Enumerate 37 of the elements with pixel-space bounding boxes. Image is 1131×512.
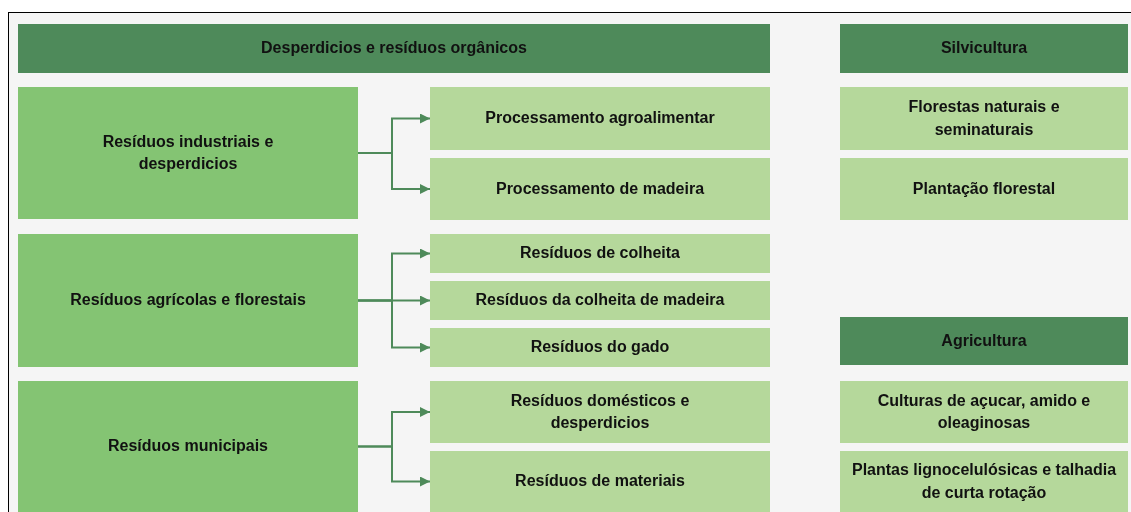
box-label: Resíduos municipais <box>107 436 268 457</box>
category-header <box>840 317 1128 365</box>
subcategory-box <box>430 281 770 320</box>
box-label: Desperdicios e resíduos orgânicos <box>261 38 527 59</box>
subcategory-box <box>430 158 770 220</box>
box-label: Resíduos domésticos e desperdicios <box>509 390 691 433</box>
waste-category-box <box>18 87 358 219</box>
subcategory-box <box>840 381 1128 443</box>
box-label: Culturas de açucar, amido e oleaginosas <box>876 390 1092 433</box>
subcategory-box <box>430 381 770 443</box>
subcategory-box <box>430 87 770 150</box>
subcategory-box <box>840 158 1128 220</box>
box-label: Resíduos de materiais <box>515 471 685 492</box>
arrow <box>357 299 431 353</box>
subcategory-box <box>430 328 770 367</box>
arrow <box>357 152 431 194</box>
subcategory-box <box>430 234 770 273</box>
waste-category-box <box>18 381 358 512</box>
box-label: Processamento de madeira <box>495 178 705 199</box>
arrow <box>357 445 431 487</box>
box-label: Agricultura <box>941 330 1027 351</box>
box-label: Resíduos do gado <box>530 337 670 358</box>
subcategory-box <box>430 451 770 512</box>
box-label: Resíduos de colheita <box>519 243 680 264</box>
subcategory-box <box>840 87 1128 150</box>
box-label: Plantas lignocelulósicas e talhadia de curta rotação <box>850 460 1118 503</box>
box-label: Processamento agroalimentar <box>485 108 715 129</box>
waste-category-box <box>18 234 358 367</box>
box-label: Resíduos industriais e desperdicios <box>101 131 275 174</box>
subcategory-box <box>840 451 1128 512</box>
box-label: Silvicultura <box>940 38 1028 59</box>
box-label: Plantação florestal <box>912 178 1056 199</box>
box-label: Resíduos da colheita de madeira <box>475 290 725 311</box>
category-header <box>18 24 770 73</box>
box-label: Resíduos agrícolas e florestais <box>70 290 306 311</box>
box-label: Florestas naturais e seminaturais <box>907 97 1061 140</box>
category-header <box>840 24 1128 73</box>
